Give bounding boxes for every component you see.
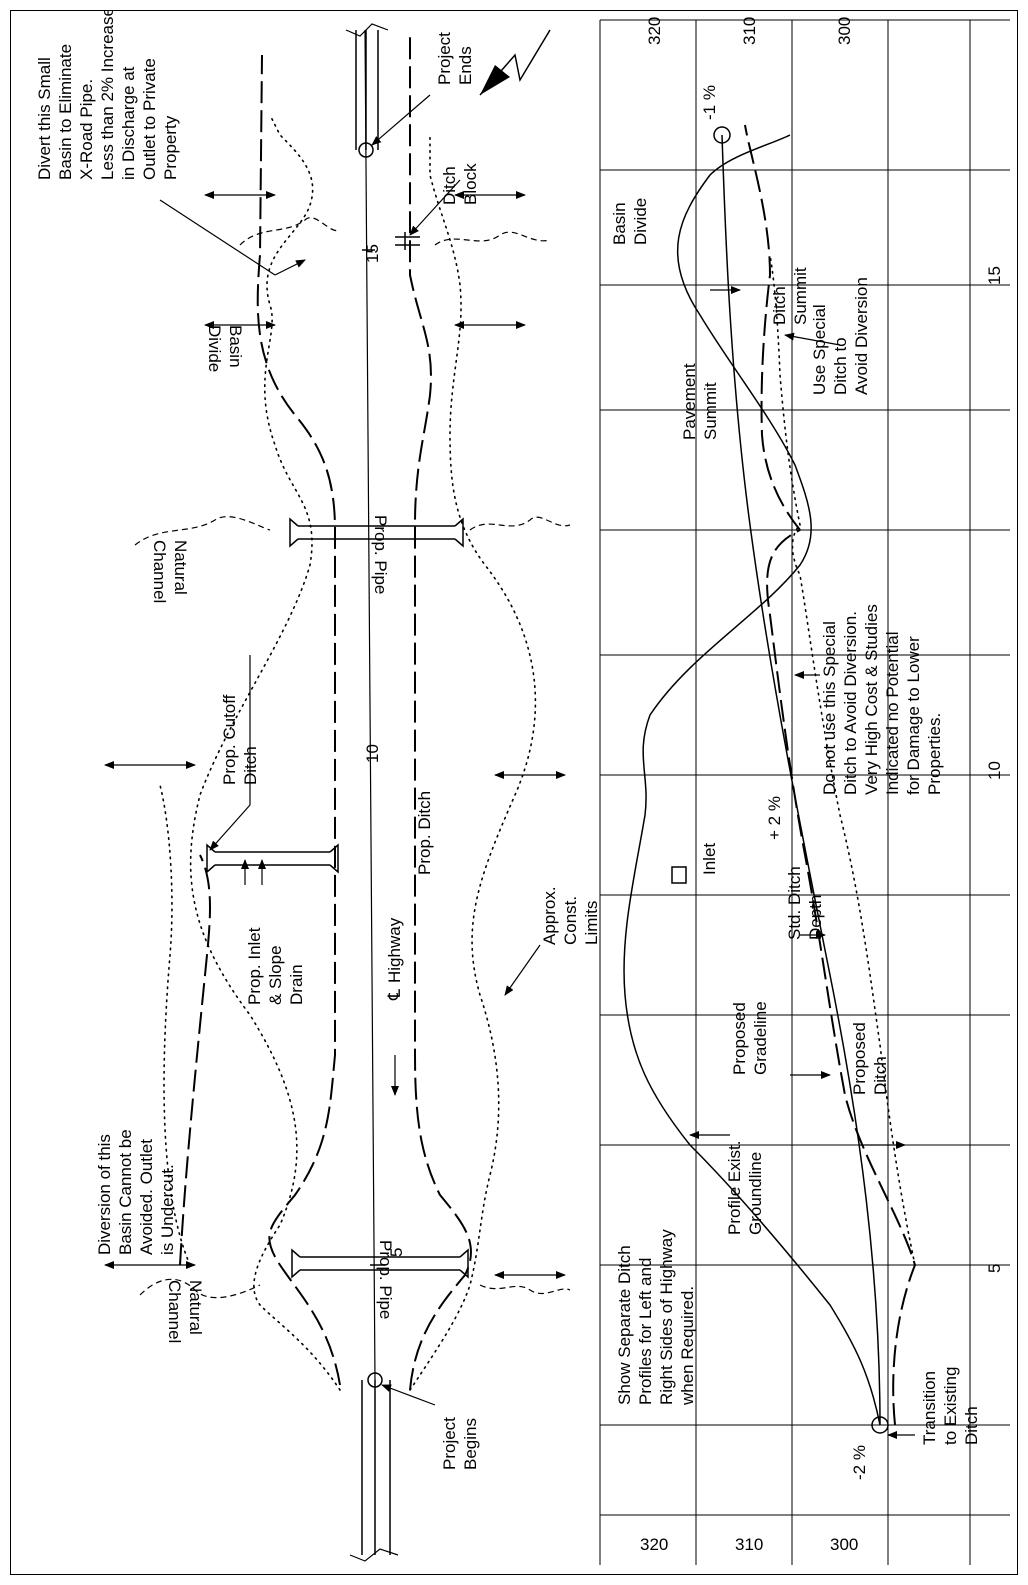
proposed-ditch-profile-2: [744, 124, 801, 531]
svg-text:310: 310: [740, 17, 759, 45]
natural-channel-2-label: Natural Channel: [150, 540, 190, 603]
prop-pipe-1-label: Prop. Pipe: [376, 1240, 395, 1319]
plan-station-5: 5: [387, 1248, 406, 1257]
grade-plus2-label: + 2 %: [765, 796, 784, 840]
show-separate-note: Show Separate Ditch Profiles for Left an…: [615, 1225, 697, 1407]
ditch-block: [395, 232, 420, 250]
ditch-block-label: Ditch Block: [440, 162, 480, 205]
special-ditch-2: [769, 254, 801, 526]
prop-pipe-2: [289, 517, 464, 548]
drawing-frame: [10, 10, 1018, 1575]
svg-text:300: 300: [835, 17, 854, 45]
natural-channel-1-upper: [139, 1278, 261, 1299]
elevations-right: 320 310 300: [645, 17, 854, 45]
north-arrow: [479, 29, 551, 96]
natural-channel-1-label: Natural Channel: [165, 1280, 205, 1343]
profile-vertical-grid: [600, 19, 1010, 1516]
prop-ditch-label: Prop. Ditch: [415, 791, 434, 875]
profile-exist-label: Profile Exist. Groundline: [725, 1136, 765, 1235]
svg-text:Highway: Highway: [385, 917, 404, 983]
natural-channel-2-lower: [469, 516, 571, 531]
natural-channel-1-lower: [479, 1284, 571, 1295]
plan-view: Project Begins Project Ends Divert this …: [35, 10, 601, 1562]
prop-pipe-1: [291, 1248, 469, 1279]
divert-note: Divert this Small Basin to Eliminate X-R…: [35, 10, 180, 180]
use-special-label: Use Special Ditch to Avoid Diversion: [810, 277, 871, 395]
svg-text:℄: ℄: [385, 989, 404, 1001]
svg-text:5: 5: [985, 1264, 1004, 1273]
svg-text:320: 320: [645, 17, 664, 45]
existing-road-begin: [349, 1380, 399, 1562]
highway-centerline: [364, 29, 376, 1381]
project-ends-label: Project Ends: [435, 27, 475, 85]
approx-const-limits-label: Approx. Const. Limits: [540, 882, 601, 945]
basin-divide-wiggle-lower: [434, 231, 551, 246]
proposed-gradeline-label: Proposed Gradeline: [730, 997, 770, 1075]
left-ditch: [256, 54, 341, 1386]
prop-inlet-drain: [206, 843, 339, 874]
right-ditch: [409, 35, 472, 1391]
svg-text:300: 300: [830, 1535, 858, 1554]
cutoff-limit: [159, 784, 191, 1266]
pavement-summit-label: Pavement Summit: [680, 359, 720, 440]
profile-view: 320 310 300 320 310 300 5 10 15 Show Sep…: [599, 17, 1010, 1565]
prop-cutoff-ditch-label: Prop. Cutoff Ditch: [220, 690, 260, 785]
grade-break-begin: [871, 1416, 889, 1434]
ditch-summit-label: Ditch Summit: [770, 267, 810, 325]
basin-divide-plan-label: Basin Divide: [205, 325, 245, 372]
plan-leaders: [159, 94, 541, 1406]
construction-limit-right: [409, 134, 537, 1391]
elevations-left: 320 310 300: [640, 1535, 858, 1554]
special-ditch: [791, 524, 916, 1266]
prop-pipe-2-label: Prop. Pipe: [371, 515, 390, 594]
plan-station-15: 15: [363, 244, 382, 263]
highway-label: ℄ Highway: [385, 917, 404, 1001]
svg-text:15: 15: [985, 266, 1004, 285]
inlet-label: Inlet: [700, 843, 719, 875]
project-end-marker: [358, 142, 374, 158]
prop-inlet-label: Prop. Inlet & Slope Drain: [245, 923, 306, 1005]
inlet-box: [671, 866, 687, 884]
natural-channel-2-upper: [134, 516, 271, 546]
existing-groundline: [623, 134, 881, 1426]
transition-label: Transition to Existing Ditch: [920, 1362, 981, 1445]
proposed-ditch-profile: [766, 529, 917, 1426]
grade-break-end: [713, 126, 731, 144]
construction-limit-left: [189, 114, 341, 1391]
svg-text:320: 320: [640, 1535, 668, 1554]
project-begins-label: Project Begins: [440, 1412, 480, 1470]
std-ditch-depth-label: Std. Ditch Depth: [785, 862, 825, 940]
diversion-note: Diversion of this Basin Cannot be Avoide…: [95, 1125, 177, 1255]
drawing-stage: Project Begins Project Ends Divert this …: [10, 10, 1018, 1575]
project-begin-marker: [367, 1372, 383, 1388]
drainage-diagram: Project Begins Project Ends Divert this …: [35, 10, 1010, 1565]
divide-arrows: [104, 191, 566, 1279]
basin-divide-profile-label: Basin Divide: [610, 198, 650, 245]
plan-station-10: 10: [363, 744, 382, 763]
svg-text:10: 10: [985, 761, 1004, 780]
cutoff-ditch: [179, 854, 211, 1266]
existing-road-end: [345, 23, 389, 150]
basin-divide-wiggle-upper: [239, 217, 341, 246]
grade-minus1-label: -1 %: [700, 85, 719, 120]
profile-leaders: [689, 286, 915, 1439]
grade-minus2-label: -2 %: [850, 1445, 869, 1480]
proposed-ditch-label: Proposed Ditch: [850, 1017, 890, 1095]
svg-text:310: 310: [735, 1535, 763, 1554]
profile-stations: 5 10 15: [985, 266, 1004, 1273]
do-not-use-note: Do not use this Special Ditch to Avoid D…: [820, 599, 944, 795]
